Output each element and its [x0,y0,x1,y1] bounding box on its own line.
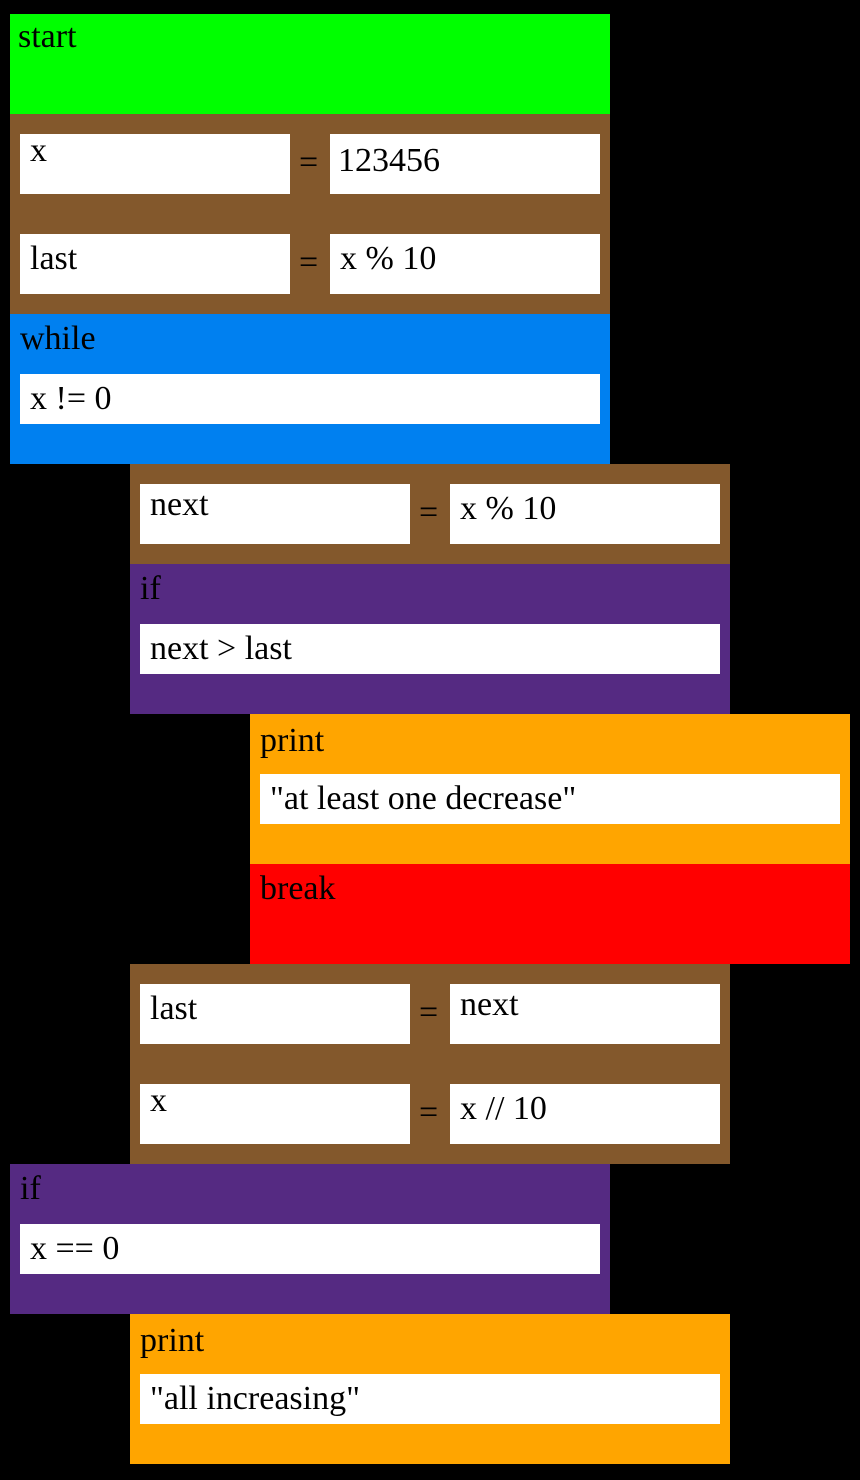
assign-operator: = [299,244,319,281]
while-condition-field[interactable]: x != 0 [20,374,600,424]
start-block[interactable]: start [10,14,610,114]
assign-value-field[interactable]: next [450,984,720,1044]
start-label: start [18,18,77,55]
assign-value-field[interactable]: x % 10 [330,234,600,294]
if-label: if [20,1170,41,1207]
print-block[interactable]: print "all increasing" [130,1314,730,1464]
assign-block[interactable]: next = x % 10 [130,464,730,564]
assign-value-field[interactable]: 123456 [330,134,600,194]
assign-operator: = [419,494,439,531]
assign-value-field[interactable]: x // 10 [450,1084,720,1144]
if-condition-field[interactable]: next > last [140,624,720,674]
break-block[interactable]: break [250,864,850,964]
if-block[interactable]: if x == 0 [10,1164,610,1314]
assign-operator: = [419,994,439,1031]
assign-target-field[interactable]: x [140,1084,410,1144]
print-value-field[interactable]: "all increasing" [140,1374,720,1424]
if-label: if [140,570,161,607]
print-value-field[interactable]: "at least one decrease" [260,774,840,824]
assign-block[interactable]: x = 123456 last = x % 10 [10,114,610,314]
if-condition-field[interactable]: x == 0 [20,1224,600,1274]
print-label: print [140,1322,205,1359]
print-label: print [260,722,325,759]
assign-value-field[interactable]: x % 10 [450,484,720,544]
assign-target-field[interactable]: last [140,984,410,1044]
assign-target-field[interactable]: x [20,134,290,194]
print-block[interactable]: print "at least one decrease" [250,714,850,864]
assign-target-field[interactable]: last [20,234,290,294]
while-block[interactable]: while x != 0 [10,314,610,464]
assign-operator: = [419,1094,439,1131]
if-block[interactable]: if next > last [130,564,730,714]
assign-operator: = [299,144,319,181]
assign-target-field[interactable]: next [140,484,410,544]
assign-block[interactable]: last = next x = x // 10 [130,964,730,1164]
while-label: while [20,320,96,357]
break-label: break [260,870,336,907]
